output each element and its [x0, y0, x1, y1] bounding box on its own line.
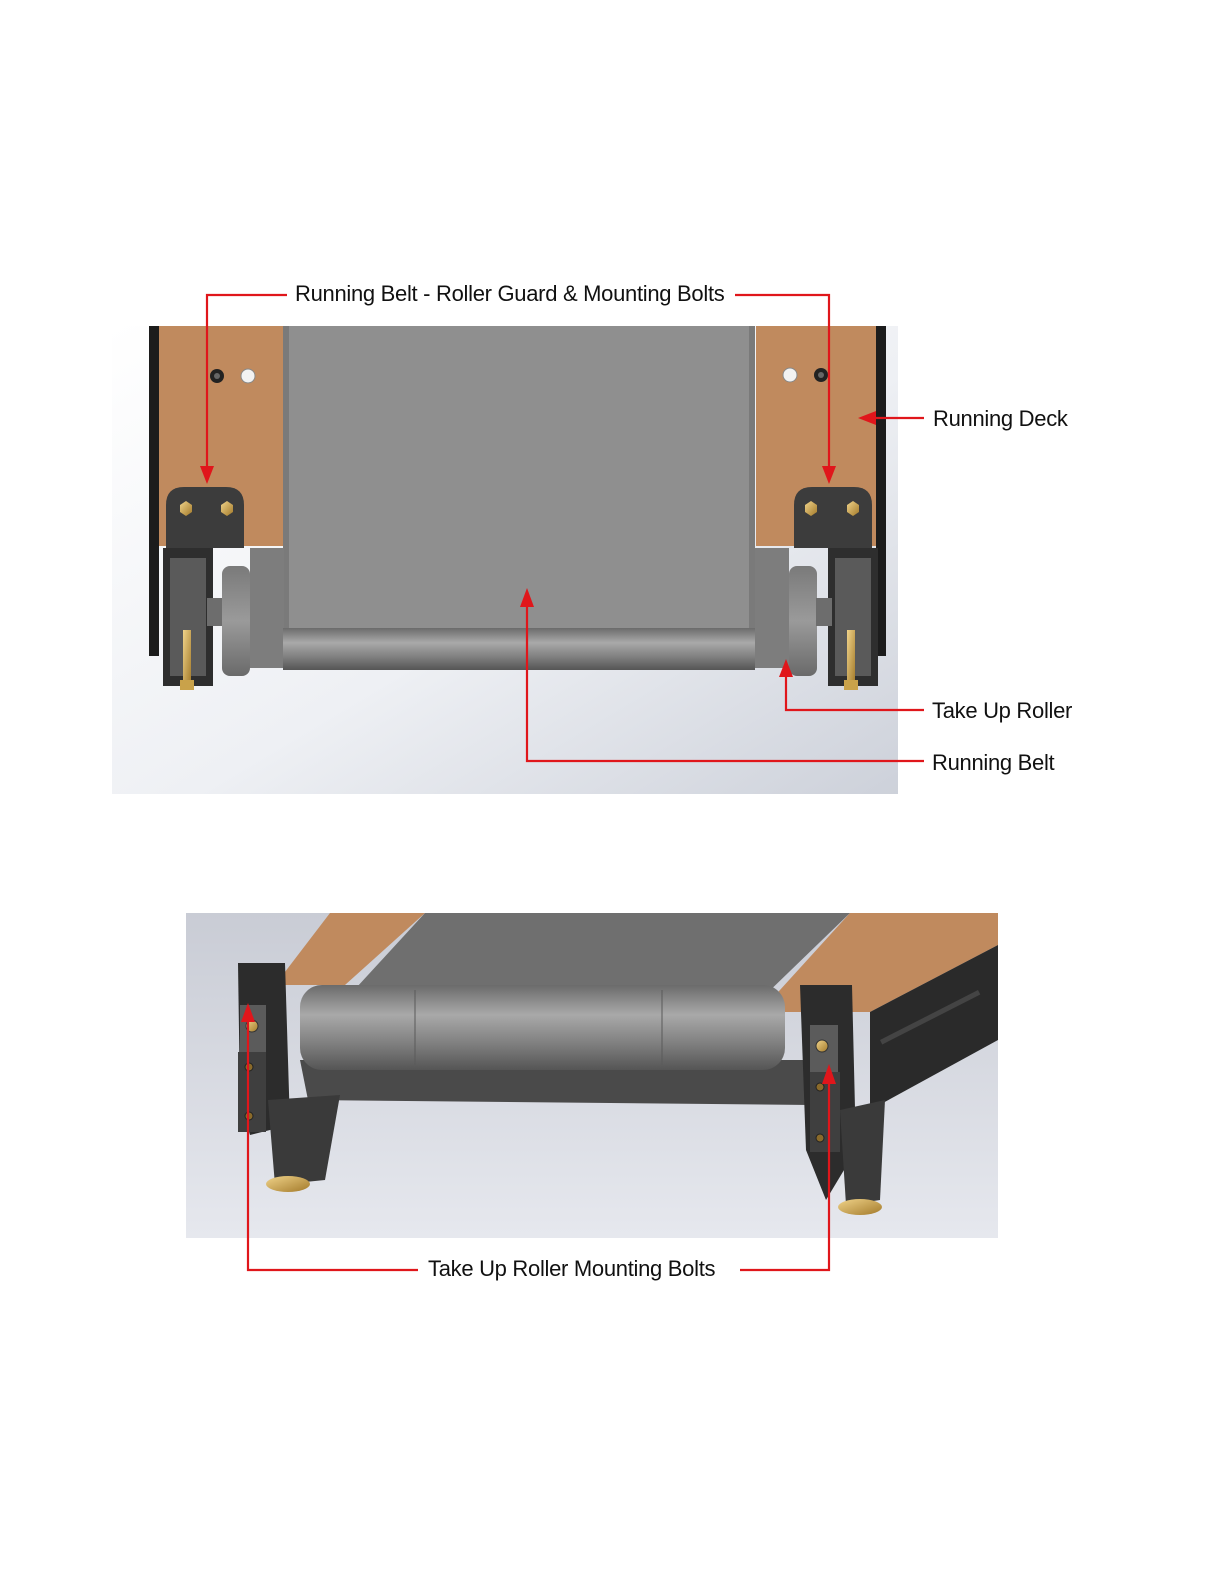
label-running-belt: Running Belt [932, 750, 1054, 776]
right-mounting-bolt-middle [816, 1083, 824, 1091]
top-figure [112, 326, 898, 794]
right-leg [840, 1100, 885, 1205]
label-running-deck: Running Deck [933, 406, 1068, 432]
left-foot [266, 1176, 310, 1192]
right-foot [838, 1199, 882, 1215]
right-mounting-bolt-upper [816, 1040, 828, 1052]
right-roller-hub [789, 566, 817, 676]
right-roller-shaft [816, 598, 832, 626]
left-roller-end [250, 548, 284, 668]
right-roller-guard [794, 487, 872, 548]
deck-bolt-hole-center [818, 372, 824, 378]
left-adjust-bolt-head [180, 680, 194, 690]
right-mounting-bolt-lower [816, 1134, 824, 1142]
right-roller-end [755, 548, 789, 668]
left-roller-hub [222, 566, 250, 676]
deck-hole [783, 368, 797, 382]
deck-bolt-hole-center [214, 373, 220, 379]
right-adjust-bolt-head [844, 680, 858, 690]
label-take-up-roller: Take Up Roller [932, 698, 1072, 724]
running-belt-edge [749, 326, 755, 630]
take-up-roller-perspective [300, 985, 785, 1070]
running-belt [283, 326, 755, 630]
label-roller-guard-mounting-bolts: Running Belt - Roller Guard & Mounting B… [295, 281, 724, 307]
right-adjust-bolt [847, 630, 855, 686]
take-up-roller [283, 628, 755, 670]
bottom-figure [186, 913, 998, 1238]
left-roller-guard [166, 487, 244, 548]
left-adjust-bolt [183, 630, 191, 686]
label-take-up-roller-mounting-bolts: Take Up Roller Mounting Bolts [428, 1256, 715, 1282]
deck-hole [241, 369, 255, 383]
left-frame-rail [149, 326, 159, 656]
